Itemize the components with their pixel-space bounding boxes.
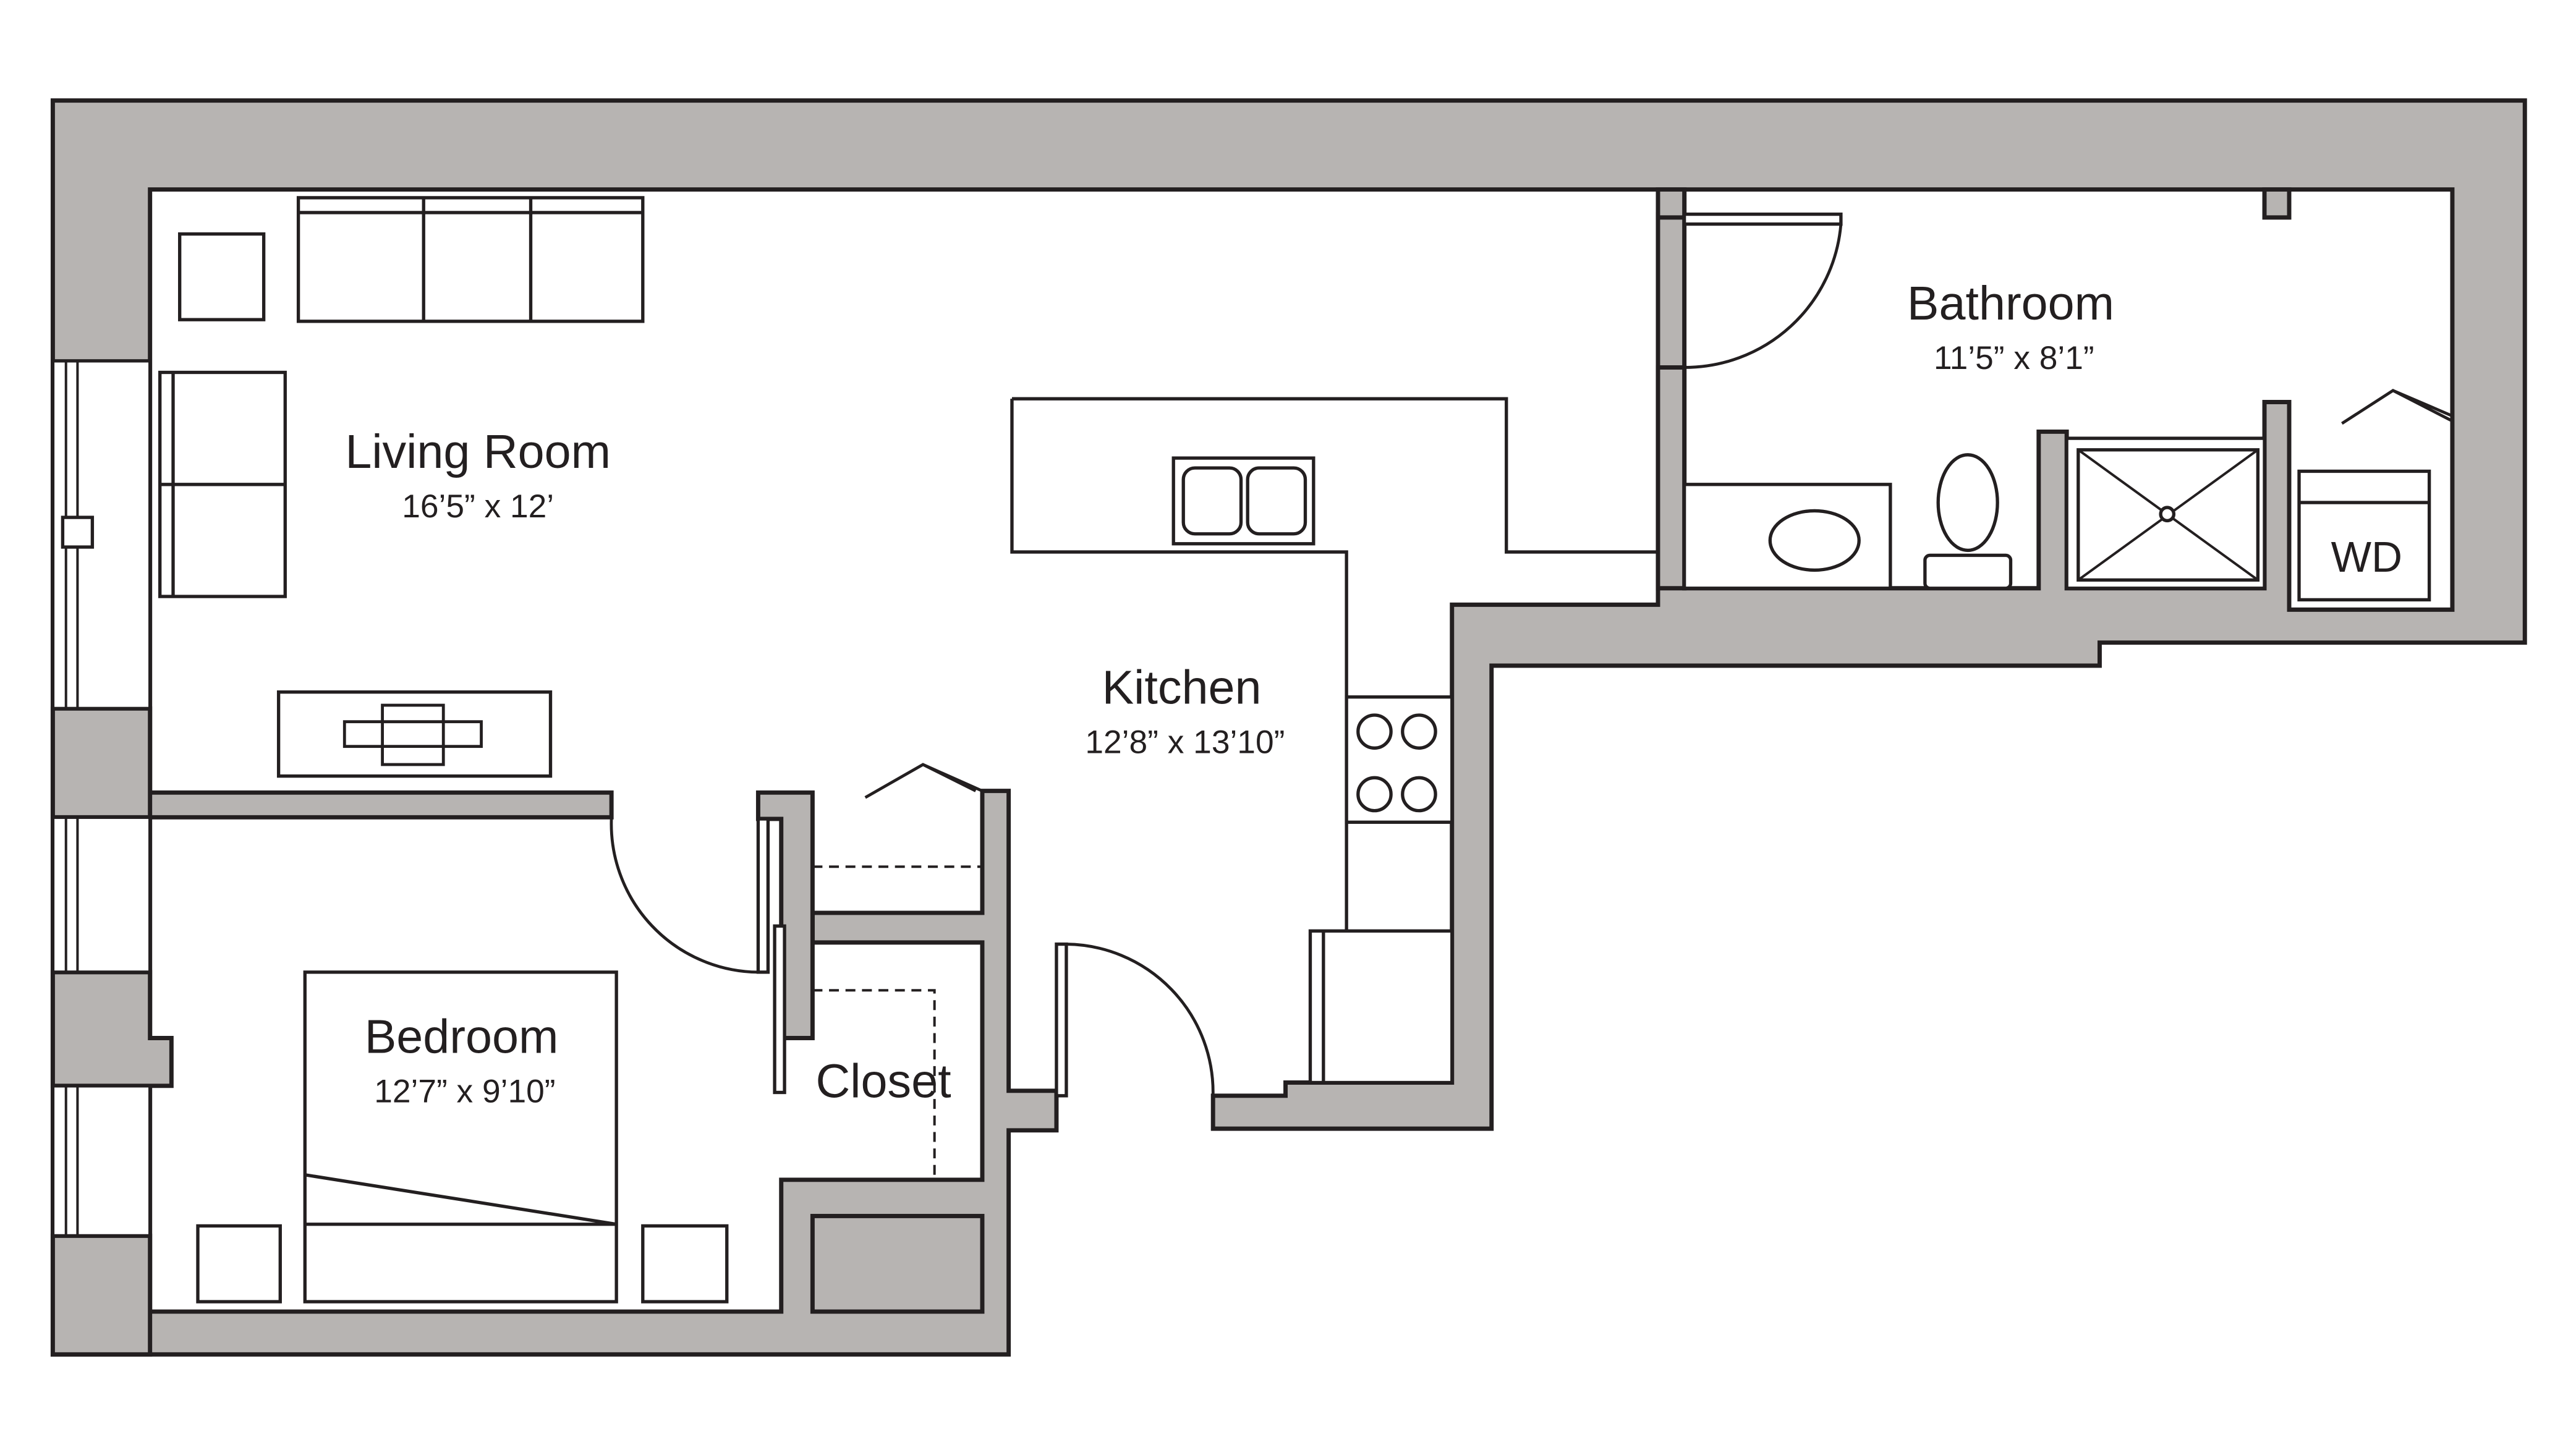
washer-dryer-label: WD (2331, 533, 2402, 581)
toilet (1923, 453, 2013, 590)
nightstand-left (196, 1224, 282, 1304)
bedroom-closet-shelf (812, 989, 936, 1180)
nightstand-right (641, 1224, 729, 1304)
washer-dryer: WD (2297, 469, 2431, 602)
refrigerator (1308, 929, 1454, 1085)
bathroom-dimensions: 11’5” x 8’1” (1934, 340, 2094, 376)
coffee-table (276, 690, 553, 778)
shower (2065, 436, 2266, 590)
bathroom-name: Bathroom (1907, 277, 2114, 330)
bedroom-pillar (810, 1213, 985, 1314)
kitchen-dimensions: 12’8” x 13’10” (1085, 724, 1285, 760)
kitchen-sink (1171, 456, 1316, 546)
armchair (158, 370, 287, 598)
closet-door (773, 924, 786, 1095)
kitchen-name: Kitchen (1102, 661, 1262, 714)
bedroom-name: Bedroom (365, 1011, 559, 1064)
window-bedroom-lower (51, 1084, 152, 1238)
sofa (296, 196, 645, 323)
laundry-closet-door (2341, 389, 2452, 425)
closet-name: Closet (815, 1054, 951, 1108)
hall-closet (812, 763, 983, 868)
bedroom-door (610, 817, 770, 974)
window-bedroom-upper (51, 815, 152, 974)
bed (303, 970, 618, 1304)
stove (1345, 695, 1454, 824)
living-room-dimensions: 16’5” x 12’ (402, 488, 554, 525)
window-living-room (51, 359, 152, 711)
entry-door (1055, 942, 1215, 1098)
bathroom-door (1682, 212, 1843, 369)
vanity-sink (1682, 483, 1892, 590)
side-table (178, 232, 266, 321)
living-room-name: Living Room (345, 425, 611, 478)
bedroom-dimensions: 12’7” x 9’10” (374, 1073, 555, 1109)
